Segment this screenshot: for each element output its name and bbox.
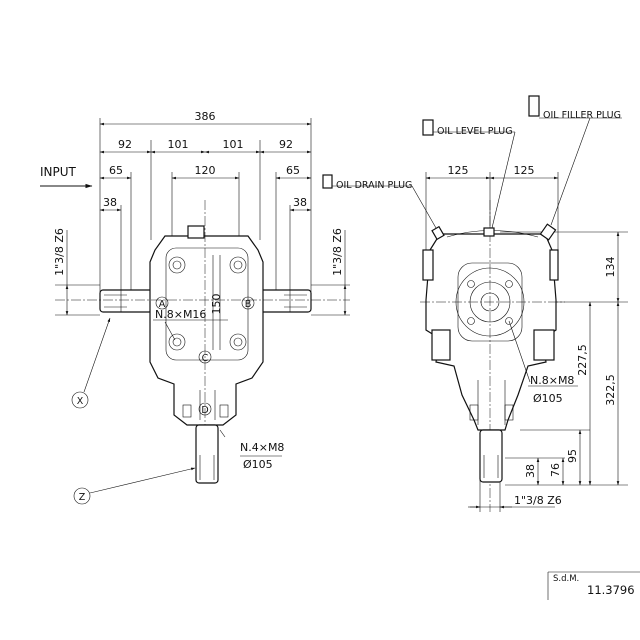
dim-side-95: 95 [566, 449, 579, 463]
title-block-label: S.d.M. [553, 574, 579, 584]
dim-left-101: 101 [168, 138, 189, 151]
shaft-marker-c: C [202, 353, 209, 364]
shaft-marker-b: B [245, 299, 252, 310]
front-bolt-holes [168, 256, 247, 351]
side-dimension-lines [425, 172, 628, 512]
plug-level-label: OIL LEVEL PLUG [437, 126, 513, 137]
spline-bottom-label: 1"3/8 Z6 [514, 494, 562, 507]
input-label: INPUT [40, 165, 77, 179]
dim-side-134: 134 [604, 257, 617, 278]
dim-side-right-125: 125 [514, 164, 535, 177]
gearbox-housing-side [422, 230, 559, 431]
title-block-code: 11.3796 [587, 583, 635, 597]
dim-center-120: 120 [195, 164, 216, 177]
bottom-holes-m8: N.4×M8 [240, 441, 284, 454]
callouts: X Z [71, 317, 196, 505]
callout-z: Z [79, 492, 86, 503]
front-view: A B C D X Z INPUT 386 92 101 1 [40, 110, 350, 505]
dim-right-65: 65 [286, 164, 300, 177]
dim-left-38: 38 [103, 196, 117, 209]
oil-drain-plug [322, 174, 445, 241]
dim-right-92: 92 [279, 138, 293, 151]
front-extension-lines [55, 118, 350, 316]
dim-side-227: 227,5 [576, 344, 589, 376]
shaft-marker-a: A [159, 299, 166, 310]
flange-holes-label: N.8×M8 [530, 374, 574, 387]
plug-drain-label: OIL DRAIN PLUG [336, 180, 412, 191]
callout-x: X [77, 396, 84, 407]
dim-side-left-125: 125 [448, 164, 469, 177]
bottom-diameter-105: Ø105 [243, 458, 273, 471]
plug-filler-label: OIL FILLER PLUG [543, 110, 621, 121]
flange-leader [508, 320, 531, 383]
oil-level-plug [422, 119, 516, 237]
dim-vert-150: 150 [210, 294, 223, 315]
dim-right-101: 101 [223, 138, 244, 151]
dim-right-38: 38 [293, 196, 307, 209]
right-output-shaft [257, 289, 312, 313]
dim-side-38: 38 [524, 464, 537, 478]
dim-overall-386: 386 [195, 110, 216, 123]
dim-side-322: 322,5 [604, 374, 617, 406]
bottom-output-shaft-front [195, 424, 219, 484]
flange-diameter-label: Ø105 [533, 392, 563, 405]
shaft-marker-d: D [201, 405, 208, 416]
title-block: S.d.M. 11.3796 [547, 571, 640, 600]
front-leaders [153, 319, 282, 457]
left-input-shaft [99, 289, 153, 313]
shaft-markers: A B C D [155, 296, 255, 416]
dim-left-92: 92 [118, 138, 132, 151]
side-view: OIL DRAIN PLUG OIL LEVEL PLUG OIL FILLER… [322, 95, 628, 512]
oil-filler-plug [528, 95, 622, 241]
spline-right: 1"3/8 Z6 [331, 228, 344, 276]
spline-left: 1"3/8 Z6 [53, 228, 66, 276]
dim-side-76: 76 [549, 463, 562, 477]
bottom-output-shaft-side [479, 429, 503, 483]
holes-note-m16: N.8×M16 [155, 308, 206, 321]
dim-left-65: 65 [109, 164, 123, 177]
gearbox-housing-front [55, 200, 350, 480]
